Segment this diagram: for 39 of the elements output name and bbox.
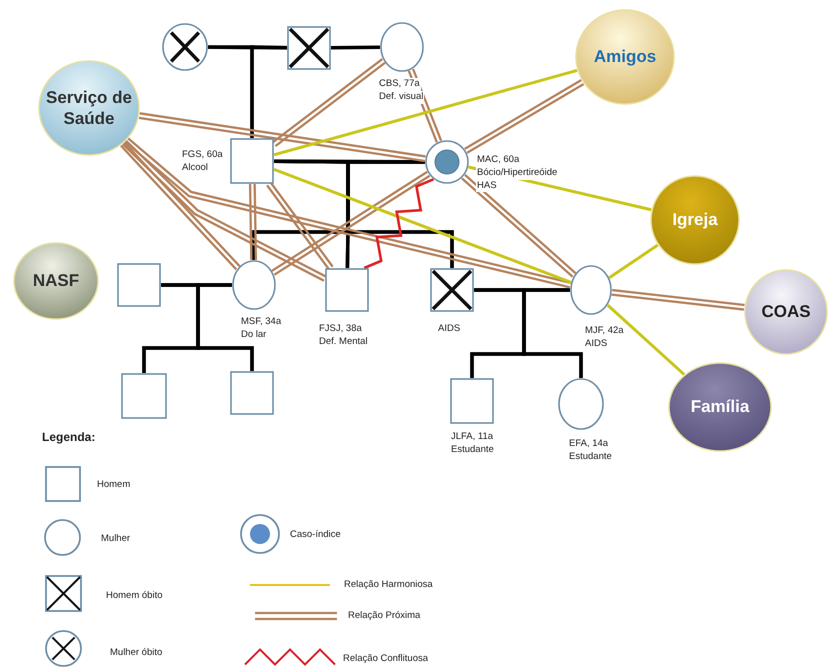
close-relation-line — [120, 141, 241, 271]
legend-label: Relação Conflituosa — [343, 653, 428, 664]
close-relation-line — [610, 288, 746, 311]
person-label: Bócio/Hipertireóide — [476, 166, 558, 180]
node-label: COAS — [761, 301, 811, 323]
legend-label: Relação Harmoniosa — [344, 579, 433, 590]
person-label: Def. visual — [378, 90, 424, 104]
node-label: NASF — [32, 270, 80, 292]
family-line — [250, 45, 288, 138]
harmonious-relation-line — [606, 304, 686, 376]
family-line — [330, 45, 380, 50]
harmonious-relation-line — [273, 168, 572, 284]
node-label: Família — [690, 396, 750, 418]
legend-label: Homem — [97, 479, 130, 490]
close-relation-line — [464, 79, 585, 154]
person-label: HAS — [476, 180, 498, 192]
legend-label: Relação Próxima — [348, 610, 420, 621]
legend-label: Mulher — [101, 533, 130, 544]
close-relation-line — [266, 181, 334, 271]
node-label: Amigos — [594, 46, 656, 68]
close-relation-line — [270, 170, 431, 276]
family-line — [346, 160, 454, 268]
harmonious-relation-line — [608, 244, 658, 279]
legend-label: Caso-índice — [290, 529, 341, 540]
node-label: Igreja — [672, 209, 718, 231]
node-label: Serviço de Saúde — [45, 86, 133, 130]
close-relation-line — [460, 174, 577, 278]
close-relation-line — [138, 112, 427, 162]
conflict-relation-line — [364, 178, 434, 270]
harmonious-relation-line — [274, 68, 578, 156]
close-relation-line — [248, 182, 258, 262]
legend-label: Mulher óbito — [110, 647, 162, 658]
close-relation-line — [122, 140, 328, 282]
family-line — [196, 283, 254, 371]
family-line — [522, 288, 583, 378]
legend-label: Homem óbito — [106, 590, 162, 601]
legend-heading: Legenda: — [42, 430, 96, 444]
person-label: CBS, 77a — [378, 78, 421, 91]
close-relation-line — [124, 137, 572, 288]
